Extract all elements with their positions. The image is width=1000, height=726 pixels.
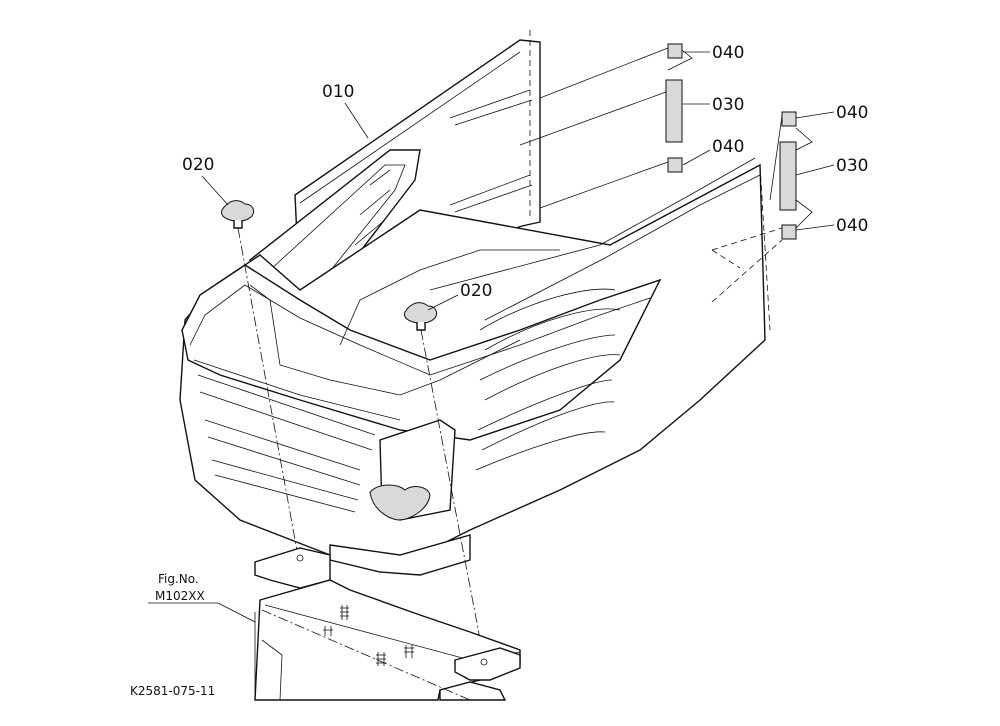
callout-040-3: 040 — [836, 103, 868, 123]
cushion-2-part — [667, 157, 683, 173]
callout-030-lower: 030 — [836, 156, 868, 176]
cushion-3-part — [781, 111, 797, 127]
callout-020-left: 020 — [182, 155, 214, 175]
leader-lines — [148, 51, 835, 623]
strip-lower-part — [779, 141, 797, 211]
strip-upper-part — [665, 79, 683, 143]
drawing-code: K2581-075-11 — [130, 684, 215, 698]
callout-040-1: 040 — [712, 43, 744, 63]
knob-left-part — [221, 200, 299, 557]
frame-part — [254, 547, 521, 701]
callout-040-4: 040 — [836, 216, 868, 236]
bonnet-part — [179, 30, 771, 576]
cushion-4-part — [781, 224, 797, 240]
callout-020-right: 020 — [460, 281, 492, 301]
callout-010: 010 — [322, 82, 354, 102]
cushion-1-part — [667, 43, 683, 59]
knob-right-part — [404, 302, 485, 661]
figure-ref-number: M102XX — [155, 589, 205, 603]
figure-ref-label: Fig.No. — [158, 572, 199, 586]
assembly-guides — [519, 47, 813, 303]
callout-030-upper: 030 — [712, 95, 744, 115]
callout-040-2: 040 — [712, 137, 744, 157]
